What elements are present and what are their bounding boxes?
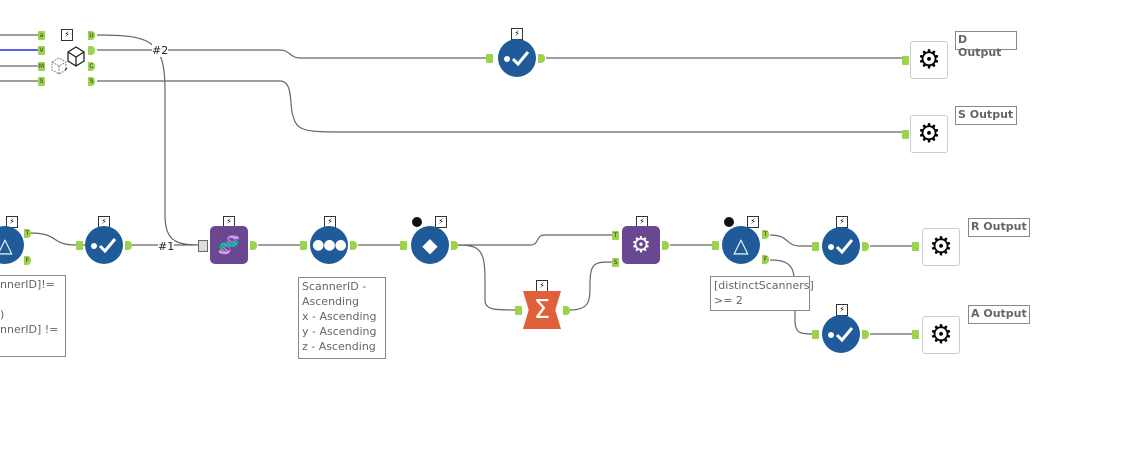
macro-input-anchor[interactable]: M — [38, 62, 45, 71]
input-anchor[interactable] — [902, 130, 909, 139]
input-anchor[interactable] — [812, 330, 819, 339]
dna-icon: 🧬 — [217, 234, 241, 256]
gears-icon: ⚙ — [631, 232, 651, 258]
tile-tool[interactable]: ◆ — [411, 226, 449, 264]
input-anchor[interactable] — [812, 242, 819, 251]
dna-tool[interactable]: 🧬 — [210, 226, 248, 264]
output-anchor[interactable] — [563, 306, 570, 315]
output-anchor[interactable] — [862, 330, 869, 339]
s-output-tool[interactable]: ⚙ — [910, 115, 948, 153]
input-anchor[interactable] — [76, 241, 83, 250]
macro-output-anchor[interactable] — [88, 46, 95, 55]
output-anchor[interactable] — [250, 241, 257, 250]
output-gear-icon: ⚙ — [917, 45, 941, 75]
output-gear-icon: ⚙ — [929, 232, 953, 262]
output-label: A Output — [968, 305, 1030, 324]
lightning-icon: ⚡ — [836, 304, 848, 316]
browse-badge-icon — [411, 216, 423, 228]
input-anchor[interactable] — [515, 306, 522, 315]
sort-annotation: ScannerID - Ascending x - Ascending y - … — [298, 277, 386, 359]
input-anchor[interactable] — [912, 330, 919, 339]
macro-input-anchor[interactable]: S — [38, 77, 45, 86]
check-icon — [828, 239, 854, 255]
lightning-icon: ⚡ — [536, 280, 548, 292]
filter-annotation: [distinctScanners] >= 2 — [710, 276, 814, 311]
output-anchor[interactable] — [538, 54, 545, 63]
output-anchor[interactable] — [662, 241, 669, 250]
macro-output-anchor[interactable]: C — [88, 62, 95, 71]
filter-tool[interactable]: △ — [722, 226, 760, 264]
output-gear-icon: ⚙ — [917, 119, 941, 149]
output-label: S Output — [955, 106, 1017, 125]
sort-tool[interactable]: ●●● — [310, 226, 348, 264]
summarize-tool[interactable]: Σ — [523, 291, 561, 329]
macro-output-anchor[interactable]: U — [88, 31, 95, 40]
output-anchor[interactable] — [862, 242, 869, 251]
macro-input-anchor[interactable]: a — [38, 31, 45, 40]
sort-icon: ●●● — [312, 237, 347, 253]
output-label: R Output — [968, 218, 1030, 237]
d-output-tool[interactable]: ⚙ — [910, 41, 948, 79]
select-tool[interactable] — [498, 39, 536, 77]
lightning-icon: ⚡ — [6, 216, 18, 228]
false-anchor[interactable]: F — [762, 255, 769, 264]
a-output-tool[interactable]: ⚙ — [922, 316, 960, 354]
output-anchor[interactable] — [451, 241, 458, 250]
macro-output-anchor[interactable]: S — [88, 77, 95, 86]
connection-label: #2 — [152, 44, 169, 57]
check-icon — [828, 327, 854, 343]
append-fields-tool[interactable]: ⚙ — [622, 226, 660, 264]
macro-input-anchor[interactable]: V — [38, 46, 45, 55]
filter-annotation: nnerID]!= ) nnerID] != — [0, 275, 66, 357]
input-anchor[interactable] — [912, 242, 919, 251]
browse-badge-icon — [723, 216, 735, 228]
output-label: D Output — [955, 31, 1017, 59]
false-anchor[interactable]: F — [24, 256, 31, 265]
filter-icon: △ — [0, 233, 13, 257]
select-tool[interactable] — [85, 226, 123, 264]
output-gear-icon: ⚙ — [929, 320, 953, 350]
check-icon — [504, 51, 530, 67]
true-anchor[interactable]: T — [24, 229, 31, 238]
tile-icon: ◆ — [422, 233, 438, 257]
output-anchor[interactable] — [125, 241, 132, 250]
select-tool[interactable] — [822, 315, 860, 353]
check-icon — [91, 238, 117, 254]
source-anchor[interactable]: S — [612, 258, 619, 267]
sigma-icon: Σ — [533, 295, 551, 325]
input-anchor[interactable] — [712, 241, 719, 250]
connection-label: #1 — [158, 240, 175, 253]
select-tool[interactable] — [822, 227, 860, 265]
input-anchor[interactable] — [902, 56, 909, 65]
input-anchor[interactable] — [400, 241, 407, 250]
lightning-icon: ⚡ — [324, 216, 336, 228]
r-output-tool[interactable]: ⚙ — [922, 228, 960, 266]
input-anchor[interactable] — [486, 54, 493, 63]
filter-icon: △ — [733, 233, 749, 257]
lightning-icon: ⚡ — [747, 216, 759, 228]
input-anchor[interactable] — [300, 241, 307, 250]
cube-icon — [51, 46, 85, 75]
target-anchor[interactable]: T — [612, 231, 619, 240]
lightning-icon: ⚡ — [435, 216, 447, 228]
multi-input-anchor[interactable] — [198, 240, 208, 252]
lightning-icon: ⚡ — [61, 29, 73, 41]
true-anchor[interactable]: T — [762, 230, 769, 239]
output-anchor[interactable] — [350, 241, 357, 250]
